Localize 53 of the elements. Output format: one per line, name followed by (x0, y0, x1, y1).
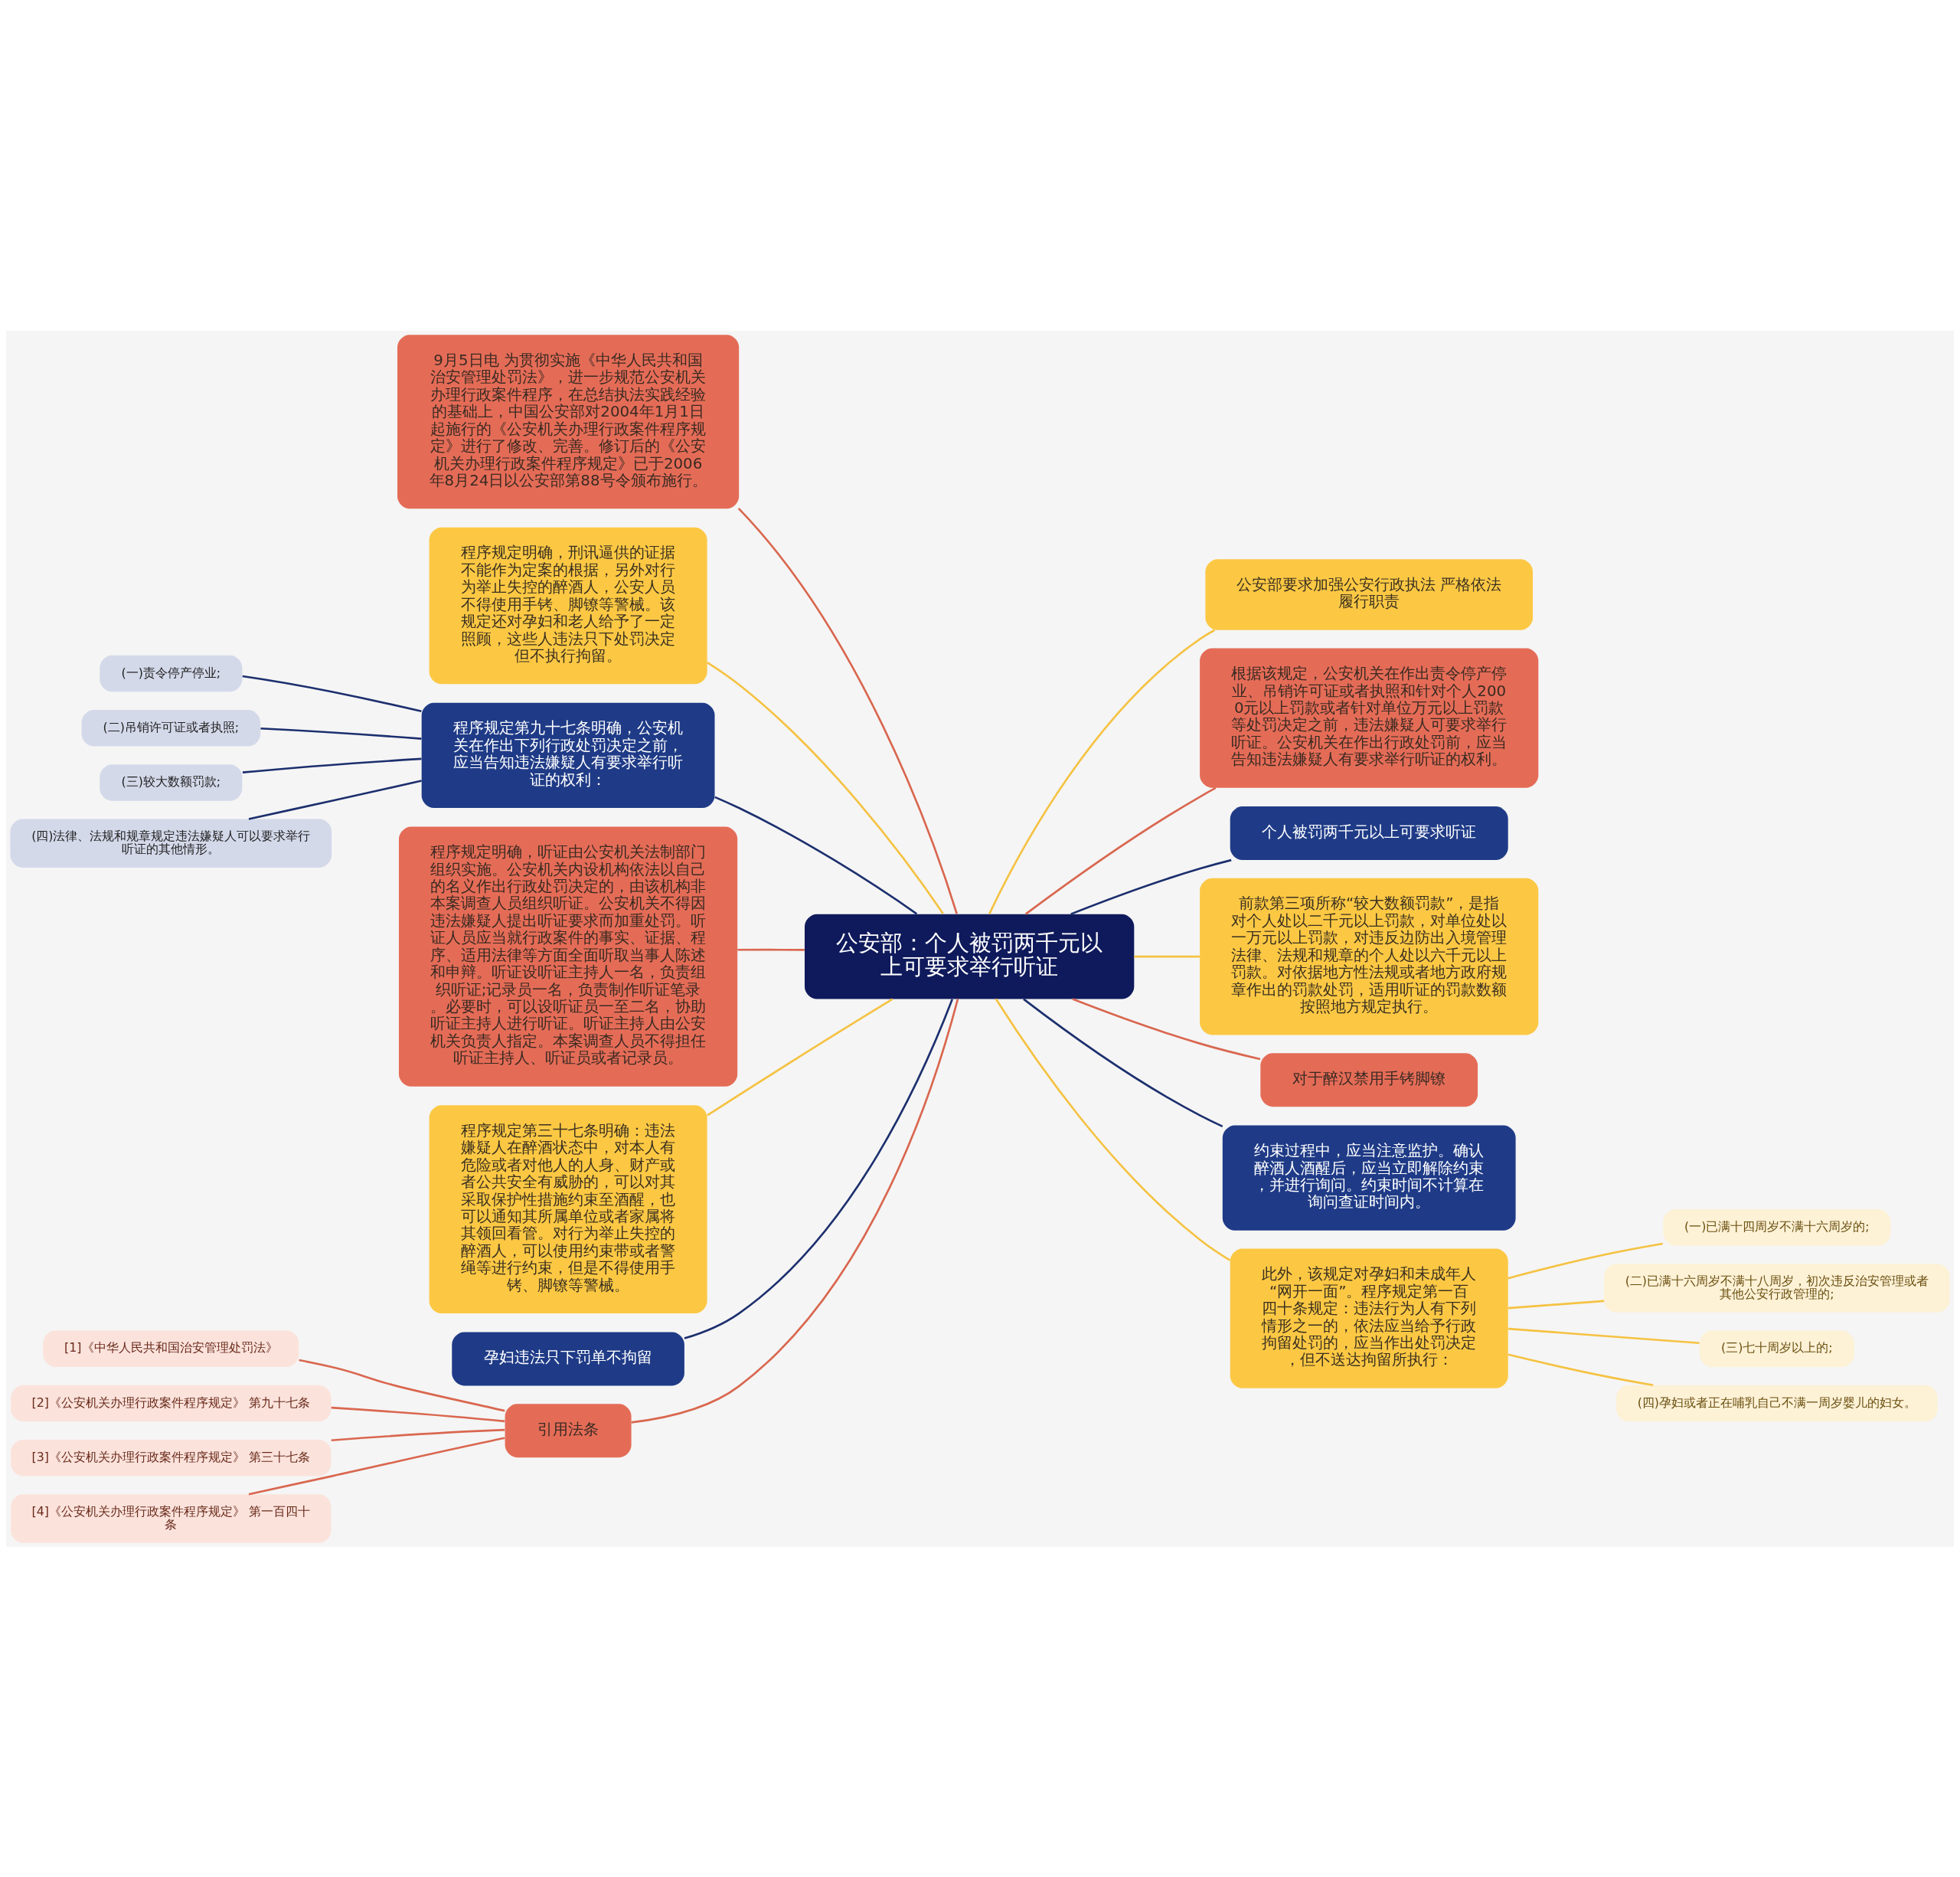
connector (1508, 1327, 1700, 1344)
connector (1508, 1300, 1605, 1309)
connector (995, 998, 1231, 1261)
node-box: (三)七十周岁以上的; (1699, 1330, 1854, 1367)
connector (242, 757, 422, 773)
connector (248, 779, 422, 820)
connector (684, 998, 953, 1339)
node-box: 程序规定第三十七条明确：违法嫌疑人在醉酒状态中，对本人有危险或者对他人的人身、财产或者公共安全有威胁的，可以对其采取保护性措施约束至酒醒，也可以通知其所属单位或者家属将其领回看管。对行为举止失控的醉酒人，可以使用约束带或者警绳等进行约束，但是不得使用手铐、脚镣等警械。 (429, 1104, 707, 1313)
node-box: 约束过程中，应当注意监护。确认醉酒人酒醒后，应当立即解除约束，并进行询问。约束时间不计算在询问查证时间内。 (1222, 1125, 1516, 1231)
connector (331, 1428, 505, 1441)
connector (1023, 998, 1223, 1127)
connector (631, 998, 959, 1424)
node-box: 根据该规定，公安机关在作出责令停产停业、吊销许可证或者执照和针对个人2000元以上罚款或者针对单位万元以上罚款等处罚决定之前，违法嫌疑人可要求举行听证。公安机关在作出行政处罚前，应当告知违法嫌疑人有要求举行听证的权利。 (1200, 648, 1539, 788)
connector (714, 796, 918, 914)
connector (1072, 997, 1261, 1060)
node-box: 程序规定明确，听证由公安机关法制部门组织实施。公安机关内设机构依法以自己的名义作出行政处罚决定的，由该机构非本案调查人员组织听证。公安机关不得因违法嫌疑人提出听证要求而加重处罚。听证人员应当就行政案件的事实、证据、程序、适用法律等方面全面听取当事人陈述和申辩。听证设听证主持人一名，负责组织听证;记录员一名，负责制作听证笔录。必要时，可以设听证员一至二名，协助听证主持人进行听证。听证主持人由公安机关负责人指定。本案调查人员不得担任听证主持人、听证员或者记录员。 (399, 826, 738, 1087)
connector (242, 675, 422, 712)
node-box: 程序规定第九十七条明确，公安机关在作出下列行政处罚决定之前，应当告知违法嫌疑人有要求举行听证的权利： (421, 702, 715, 808)
connector (1508, 1242, 1664, 1279)
node-box: [1]《中华人民共和国治安管理处罚法》 (43, 1330, 299, 1367)
node-box: 前款第三项所称“较大数额罚款”，是指对个人处以二千元以上罚款，对单位处以一万元以上罚款，对违反边防出入境管理法律、法规和规章的个人处以六千元以上罚款。对依据地方性法规或者地方政府规章作出的罚款处罚，适用听证的罚款数额按照地方规定执行。 (1200, 878, 1539, 1035)
node-box: (四)孕妇或者正在哺乳自己不满一周岁婴儿的妇女。 (1615, 1385, 1938, 1421)
node-box: 对于醉汉禁用手铐脚镣 (1260, 1052, 1478, 1107)
connector (707, 998, 893, 1116)
node-box: 公安部：个人被罚两千元以上可要求举行听证 (804, 914, 1135, 999)
node-box: 公安部要求加强公安行政执法 严格依法履行职责 (1205, 558, 1534, 630)
node-box: (一)责令停产停业; (100, 655, 243, 692)
node-box: (二)已满十六周岁不满十八周岁，初次违反治安管理或者其他公安行政管理的; (1604, 1263, 1950, 1313)
connector (988, 629, 1216, 914)
connector (331, 1406, 505, 1422)
node-box: 9月5日电 为贯彻实施《中华人民共和国治安管理处罚法》，进一步规范公安机关办理行政案件程序，在总结执法实践经验的基础上，中国公安部对2004年1月1日起施行的《公安机关办理行政案件程序规定》进行了修改、完善。修订后的《公安机关办理行政案件程序规定》已于2006年8月24日以公安部第88号令颁布施行。 (397, 334, 740, 508)
node-box: 孕妇违法只下罚单不拘留 (452, 1332, 684, 1385)
connector (1134, 955, 1200, 957)
node-box: (四)法律、法规和规章规定违法嫌疑人可以要求举行听证的其他情形。 (10, 819, 332, 868)
connector (1024, 786, 1217, 915)
node-box: 程序规定明确，刑讯逼供的证据不能作为定案的根据，另外对行为举止失控的醉酒人，公安人员不得使用手铐、脚镣等警械。该规定还对孕妇和老人给予了一定照顾，这些人违法只下处罚决定但不执行拘留。 (429, 527, 707, 684)
connector (1508, 1352, 1654, 1386)
node-box: 此外，该规定对孕妇和未成年人“网开一面”。程序规定第一百四十条规定：违法行为人有下列情形之一的，依法应当给予行政拘留处罚的，应当作出处罚决定，但不送达拘留所执行： (1230, 1248, 1508, 1388)
node-box: [4]《公安机关办理行政案件程序规定》 第一百四十条 (11, 1493, 332, 1543)
node-box: (二)吊销许可证或者执照; (81, 709, 261, 747)
connector (248, 1437, 505, 1496)
connector (260, 727, 422, 740)
connector (299, 1359, 505, 1411)
node-box: (三)较大数额罚款; (100, 764, 243, 801)
node-box: [3]《公安机关办理行政案件程序规定》 第三十七条 (11, 1439, 332, 1476)
connector (737, 948, 805, 951)
connector (707, 661, 944, 914)
node-box: (一)已满十四周岁不满十六周岁的; (1663, 1208, 1891, 1246)
node-box: 个人被罚两千元以上可要求听证 (1230, 806, 1508, 860)
connector (1070, 858, 1232, 915)
connector (737, 507, 958, 914)
node-box: 引用法条 (505, 1403, 632, 1457)
node-box: [2]《公安机关办理行政案件程序规定》 第九十七条 (11, 1385, 332, 1421)
